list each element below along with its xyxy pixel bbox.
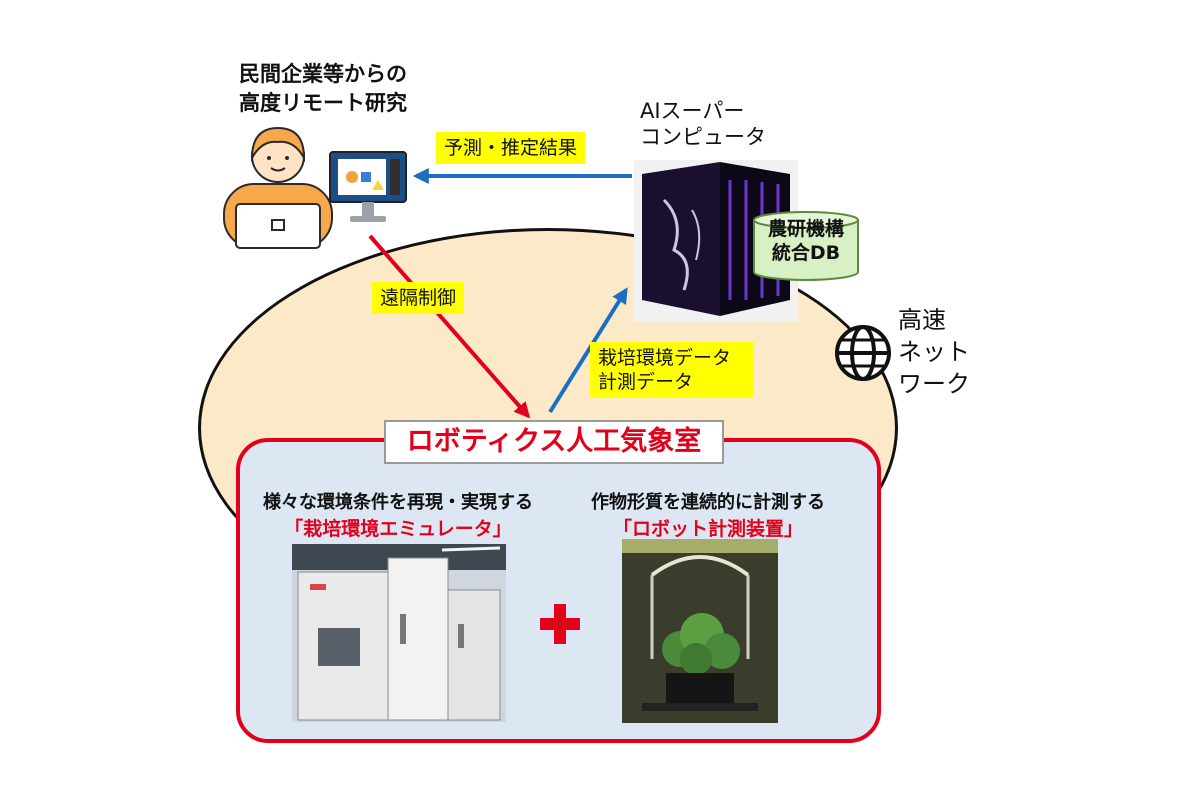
emulator-name: 「栽培環境エミュレータ」 [284,518,512,540]
calligraphy-mark [662,198,689,291]
robot-name: 「ロボット計測装置」 [612,518,803,540]
database-icon [753,211,859,281]
emulator-description: 様々な環境条件を再現・実現する [263,492,533,513]
network-label: 高速 ネット ワーク [898,304,970,400]
data-upload-arrow [548,287,628,414]
researcher-line2: 高度リモート研究 [239,91,407,115]
emulator-photo [292,544,506,722]
remote-control-label: 遠隔制御 [372,282,465,314]
researcher-heading: 民間企業等からの 高度リモート研究 [208,60,438,118]
researcher-hair [250,126,306,162]
database-line1: 農研機構 [767,218,844,240]
monitor-icon [329,151,407,222]
remote-control-arrow [368,234,531,419]
supercomputer-line1: AIスーパー [640,99,745,123]
robot-device-photo [622,539,778,723]
network-line1: 高速 [898,306,946,334]
env-data-line2: 計測データ [598,371,694,393]
network-line3: ワーク [898,370,970,398]
researcher-illustration [223,126,333,249]
database-line2: 統合DB [771,242,841,264]
supercomputer-label: AIスーパー コンピュータ [640,98,766,150]
researcher-line1: 民間企業等からの [239,62,407,86]
globe-icon [835,325,891,381]
prediction-label: 予測・推定結果 [436,132,586,164]
laptop-icon [235,203,321,249]
database-label: 農研機構 統合DB [752,217,860,265]
env-data-line1: 栽培環境データ [598,347,732,369]
robot-description: 作物形質を連続的に計測する [591,492,825,513]
network-line2: ネット [898,338,970,366]
env-data-label: 栽培環境データ 計測データ [590,342,754,398]
plus-icon [540,604,580,644]
supercomputer-line2: コンピュータ [640,125,766,149]
lab-title: ロボティクス人工気象室 [384,420,724,464]
